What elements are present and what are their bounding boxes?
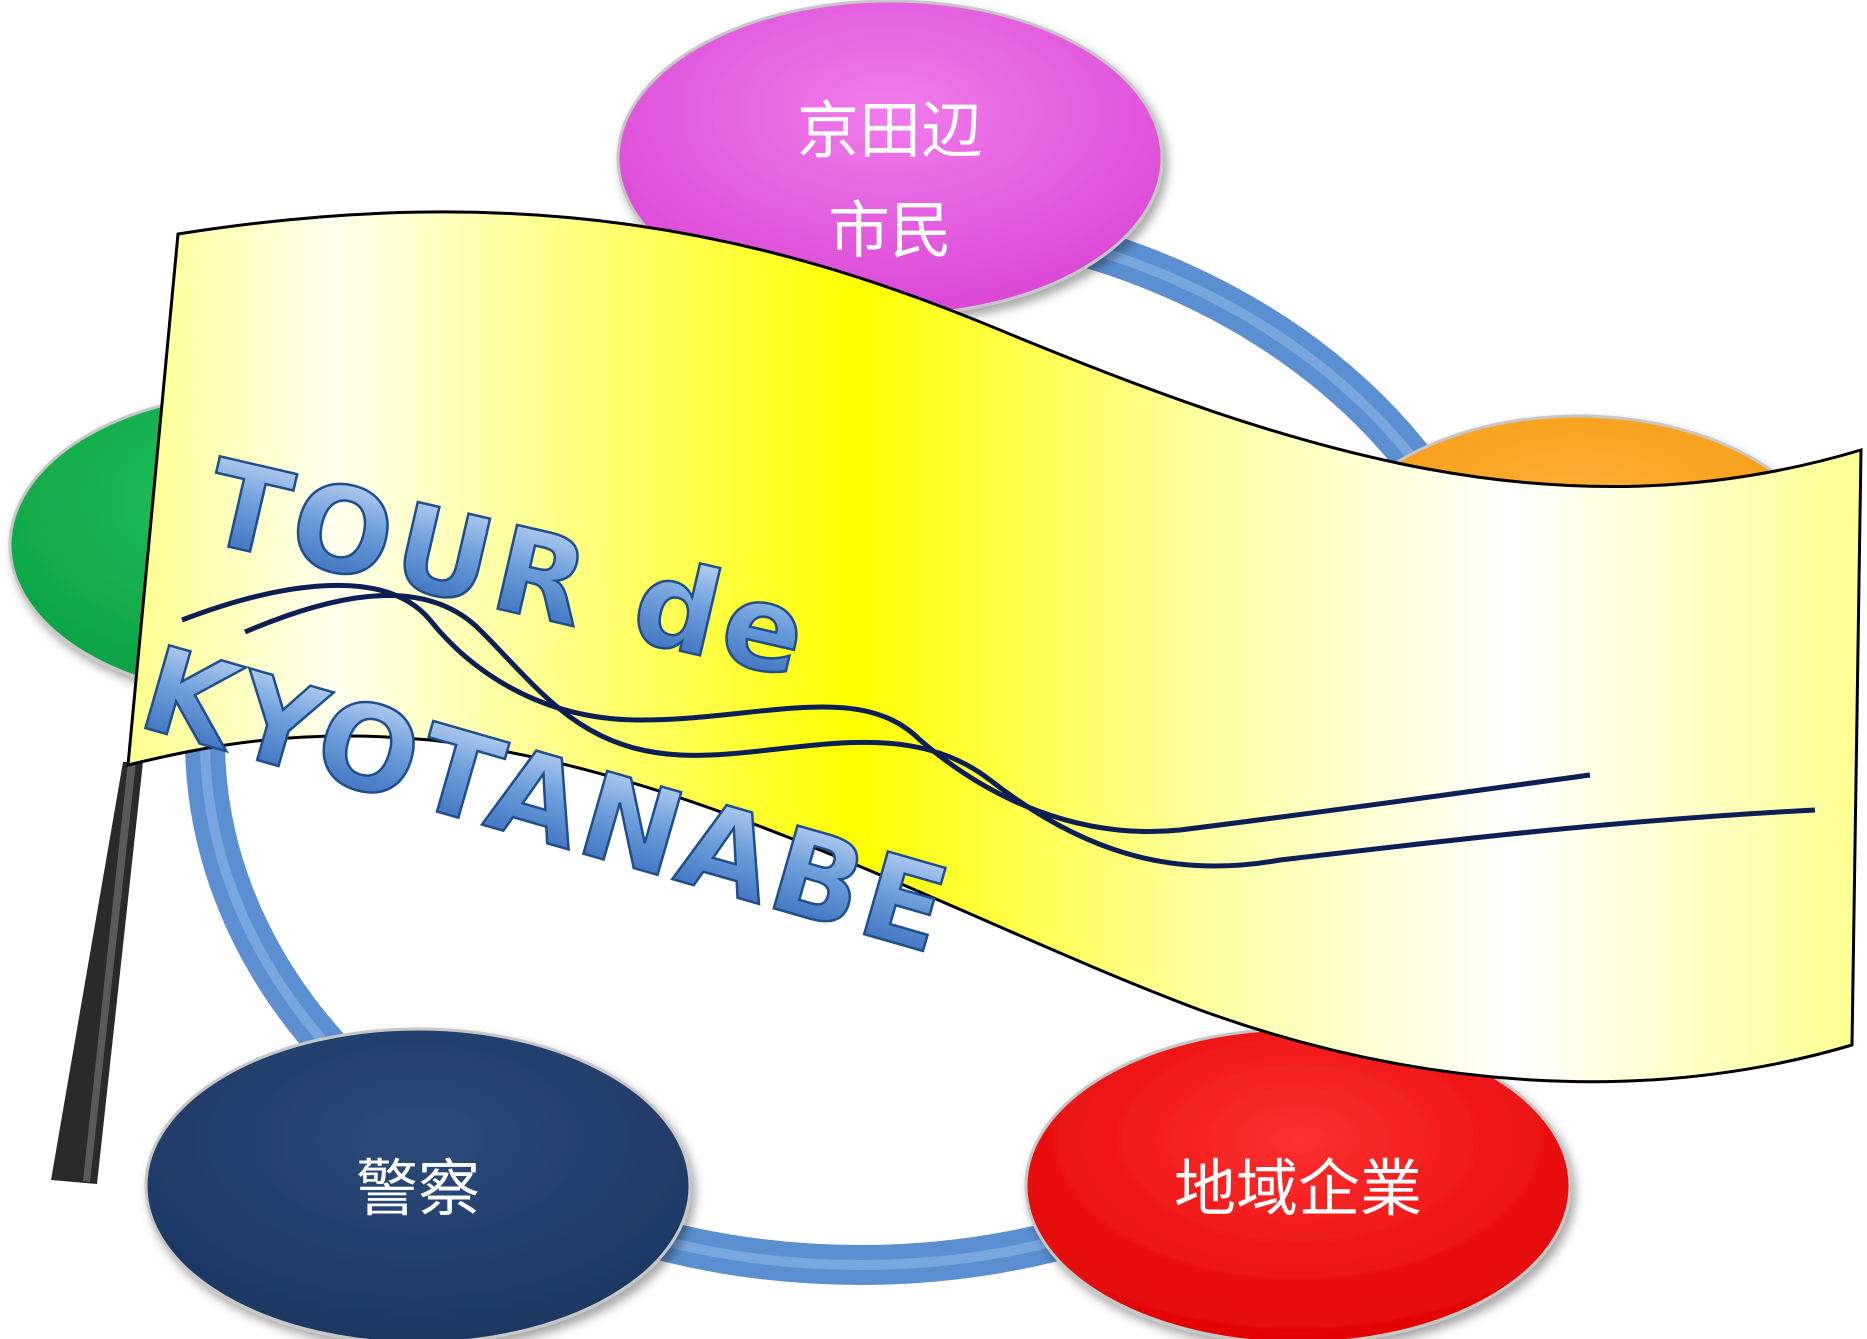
flag-pole	[51, 762, 143, 1184]
node-citizens-label-line1: 京田辺	[797, 94, 983, 167]
node-police: 警察	[144, 1027, 692, 1339]
node-citizens: 京田辺 市民	[616, 0, 1164, 317]
node-companies: 地域企業	[1024, 1027, 1572, 1339]
node-police-label: 警察	[356, 1152, 480, 1225]
route-line-2	[244, 593, 1816, 869]
node-companies-label: 地域企業	[1174, 1152, 1422, 1225]
flag-banner	[126, 210, 1863, 1084]
node-citizens-label-line2: 市民	[828, 194, 952, 267]
route-line-1	[181, 582, 1591, 835]
